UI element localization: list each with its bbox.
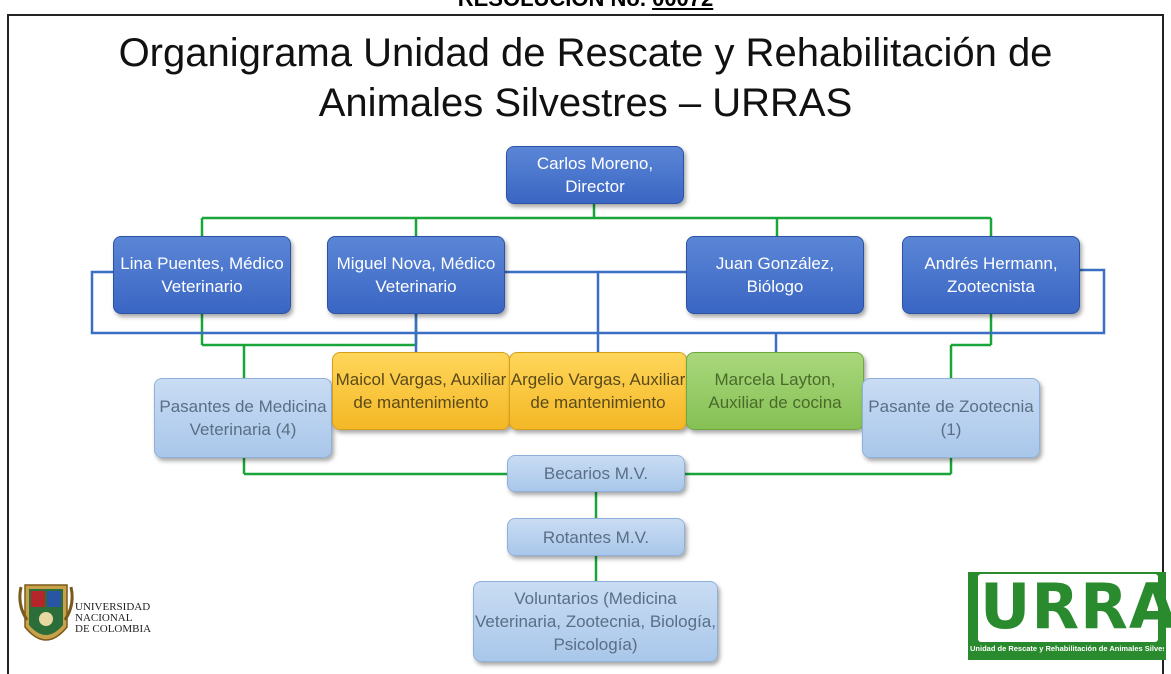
node-marcela: Marcela Layton, Auxiliar de cocina: [686, 352, 864, 430]
logo-line-3: DE COLOMBIA: [75, 623, 152, 635]
node-pasante-zoo: Pasante de Zootecnia (1): [862, 378, 1040, 458]
university-seal-icon: [18, 584, 74, 641]
node-lina: Lina Puentes, Médico Veterinario: [113, 236, 291, 314]
urras-logo-icon: URRAS: [980, 570, 1171, 643]
resolution-header: RESOLUCIÓN No. 00072: [0, 0, 1171, 12]
resolution-number: 00072: [652, 0, 713, 11]
node-director: Carlos Moreno, Director: [506, 146, 684, 204]
logo-line-2: NACIONAL: [75, 612, 133, 624]
node-voluntarios: Voluntarios (Medicina Veterinaria, Zoote…: [473, 581, 718, 662]
urras-logo: URRAS Unidad de Rescate y Rehabilitación…: [968, 572, 1171, 660]
urras-subtitle: Unidad de Rescate y Rehabilitación de An…: [970, 644, 1164, 653]
node-miguel: Miguel Nova, Médico Veterinario: [327, 236, 505, 314]
node-pasantes-mv: Pasantes de Medicina Veterinaria (4): [154, 378, 332, 458]
universidad-nacional-logo: UNIVERSIDAD NACIONAL DE COLOMBIA: [17, 575, 152, 657]
resolution-label: RESOLUCIÓN No.: [458, 0, 646, 11]
logo-line-1: UNIVERSIDAD: [75, 601, 151, 613]
node-juan: Juan González, Biólogo: [686, 236, 864, 314]
node-andres: Andrés Hermann, Zootecnista: [902, 236, 1080, 314]
node-becarios: Becarios M.V.: [507, 455, 685, 492]
page-frame: [7, 14, 1164, 674]
node-rotantes: Rotantes M.V.: [507, 518, 685, 556]
node-maicol: Maicol Vargas, Auxiliar de mantenimiento: [332, 352, 510, 430]
node-argelio: Argelio Vargas, Auxiliar de mantenimient…: [509, 352, 687, 430]
chart-title: Organigrama Unidad de Rescate y Rehabili…: [118, 31, 1053, 125]
